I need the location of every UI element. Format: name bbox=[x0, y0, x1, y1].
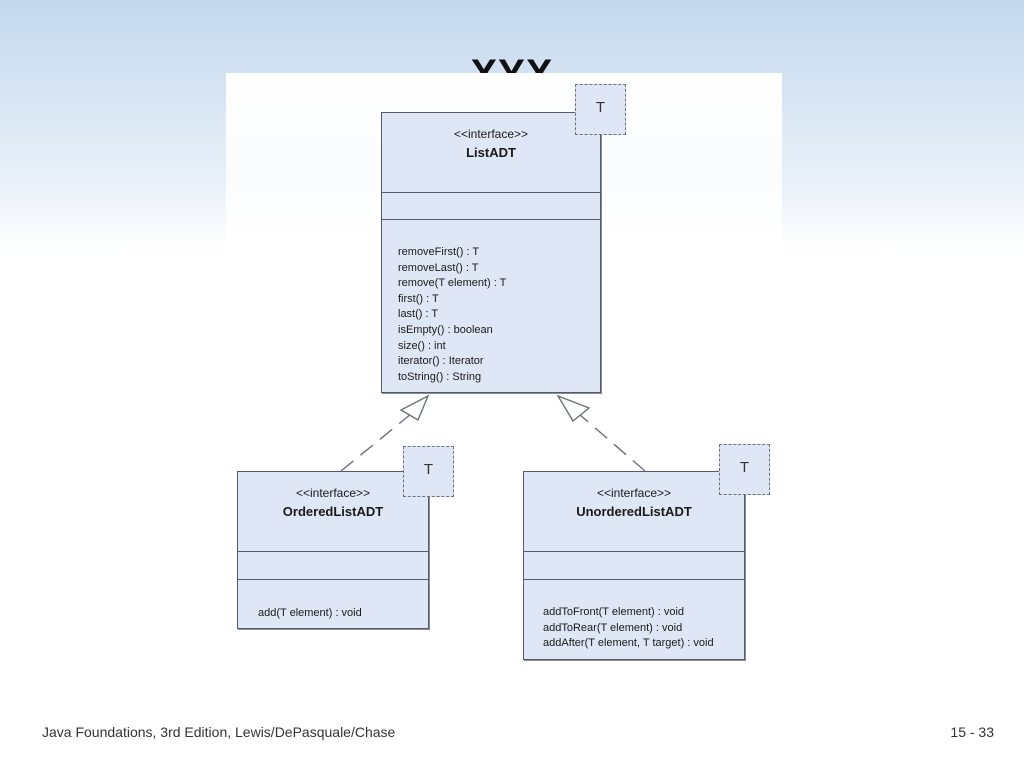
unorderedlistadt-op: addToFront(T element) : void bbox=[543, 606, 685, 618]
orderedlistadt-stereotype: <<interface>> bbox=[295, 486, 371, 500]
orderedlistadt-class-box: <<interface>> OrderedListADT add(T eleme… bbox=[237, 471, 429, 629]
listadt-attributes bbox=[382, 193, 600, 220]
listadt-op: removeFirst() : T bbox=[398, 246, 480, 258]
unorderedlistadt-op: addToRear(T element) : void bbox=[543, 621, 683, 634]
listadt-stereotype: <<interface>> bbox=[453, 127, 529, 141]
unorderedlistadt-attributes bbox=[524, 552, 744, 580]
listadt-header: <<interface>> ListADT bbox=[382, 127, 600, 193]
unorderedlistadt-op: addAfter(T element, T target) : void bbox=[543, 637, 714, 650]
unorderedlistadt-name: UnorderedListADT bbox=[576, 504, 692, 519]
listadt-op: isEmpty() : boolean bbox=[398, 323, 493, 336]
orderedlistadt-name: OrderedListADT bbox=[282, 504, 384, 519]
orderedlistadt-header: <<interface>> OrderedListADT bbox=[238, 486, 428, 552]
listadt-type-param: T bbox=[575, 84, 626, 135]
orderedlistadt-attributes bbox=[238, 552, 428, 580]
orderedlistadt-type-param: T bbox=[403, 446, 454, 497]
listadt-op: iterator() : Iterator bbox=[398, 355, 484, 368]
listadt-op: remove(T element) : T bbox=[398, 277, 507, 290]
orderedlistadt-operations: add(T element) : void bbox=[238, 580, 428, 622]
listadt-class-box: <<interface>> ListADT removeFirst() : T … bbox=[381, 112, 601, 393]
listadt-op: first() : T bbox=[398, 292, 439, 305]
unorderedlistadt-header: <<interface>> UnorderedListADT bbox=[524, 486, 744, 552]
slide-number: 15 - 33 bbox=[950, 724, 994, 740]
footer-citation: Java Foundations, 3rd Edition, Lewis/DeP… bbox=[42, 724, 396, 740]
listadt-op: removeLast() : T bbox=[398, 261, 479, 274]
listadt-name: ListADT bbox=[466, 145, 516, 160]
listadt-op: size() : int bbox=[398, 339, 446, 352]
unorderedlistadt-type-param: T bbox=[719, 444, 770, 495]
listadt-op: last() : T bbox=[398, 308, 439, 321]
listadt-op: toString() : String bbox=[398, 370, 482, 383]
orderedlistadt-op: add(T element) : void bbox=[258, 607, 362, 619]
unorderedlistadt-class-box: <<interface>> UnorderedListADT addToFron… bbox=[523, 471, 745, 660]
listadt-operations: removeFirst() : T removeLast() : T remov… bbox=[382, 220, 600, 385]
unorderedlistadt-operations: addToFront(T element) : void addToRear(T… bbox=[524, 580, 744, 652]
unorderedlistadt-stereotype: <<interface>> bbox=[596, 486, 672, 500]
